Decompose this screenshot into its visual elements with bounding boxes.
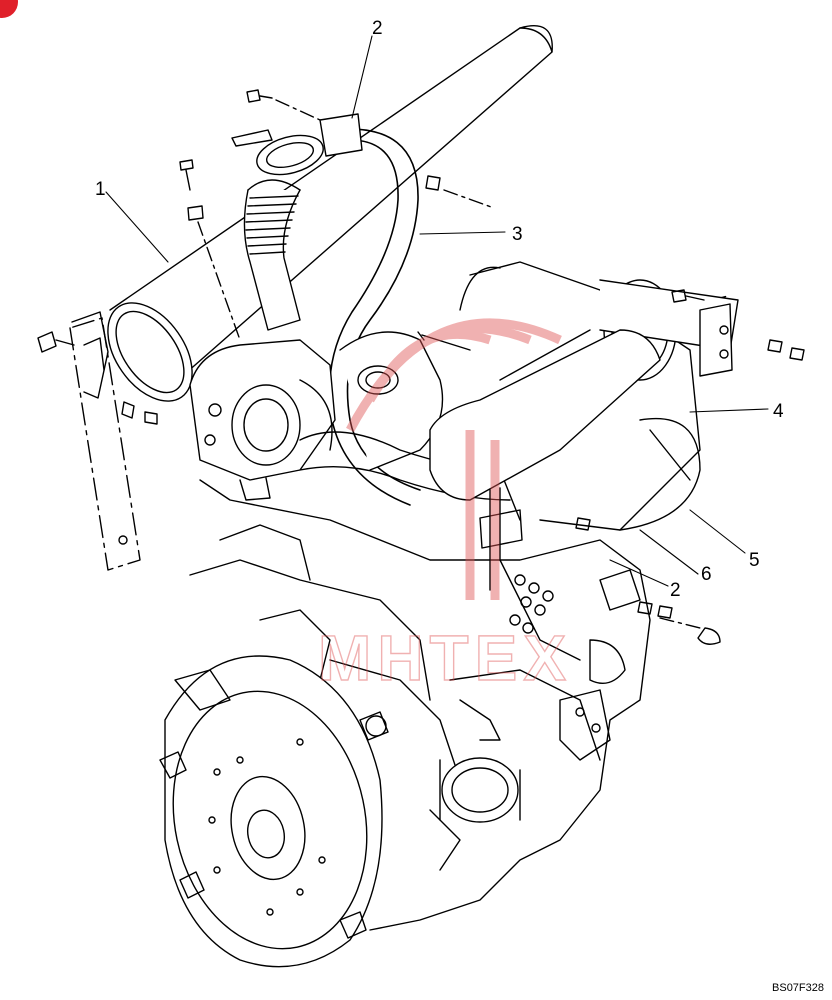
watermark-text: MHTEX: [318, 622, 572, 694]
bolt-left-set: [37, 89, 273, 425]
engine-block: [189, 479, 651, 931]
callout-5: 5: [749, 550, 760, 571]
bolt-right-set: [417, 175, 805, 645]
heat-shield-part-4: [429, 329, 661, 591]
callout-2-bottom: 2: [670, 580, 681, 601]
callout-3: 3: [512, 224, 523, 245]
leader-lines: [105, 35, 769, 587]
flex-pipe: [231, 129, 324, 331]
figure-code: BS07F328: [772, 982, 824, 994]
muffler-part-1: [69, 25, 553, 571]
tailpipe-part-3: [319, 113, 421, 506]
callout-labels: 1 2 3 4 5 6 2: [95, 18, 784, 601]
turbocharger: [189, 339, 336, 501]
watermark: MHTEX: [317, 318, 572, 695]
callout-4: 4: [773, 401, 784, 422]
flywheel-housing: [159, 655, 389, 968]
callout-2-top: 2: [372, 18, 383, 39]
corner-mark-icon: [0, 0, 18, 18]
callout-6: 6: [701, 564, 712, 585]
callout-1: 1: [95, 179, 106, 200]
